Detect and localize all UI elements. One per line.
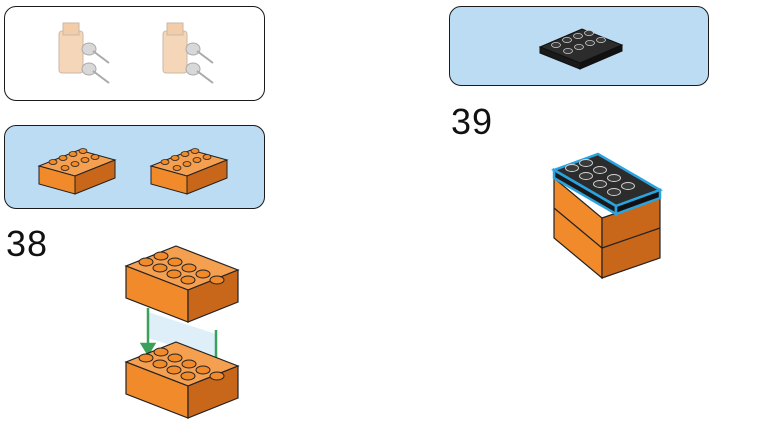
- black-plate-icon: [538, 28, 624, 70]
- step-number-38: 38: [6, 223, 49, 264]
- step-38-parts-panel: [4, 125, 265, 209]
- step-38-assembly: [124, 245, 240, 419]
- step-39-parts-panel: [449, 6, 709, 86]
- faded-bracket-icon: [58, 22, 110, 84]
- orange-brick-icon: [37, 148, 117, 195]
- step-number-39: 39: [451, 101, 494, 142]
- orange-brick-icon: [149, 148, 229, 195]
- faded-parts-panel: [4, 6, 265, 101]
- step-39-assembly: [551, 152, 663, 280]
- faded-bracket-icon: [162, 22, 214, 84]
